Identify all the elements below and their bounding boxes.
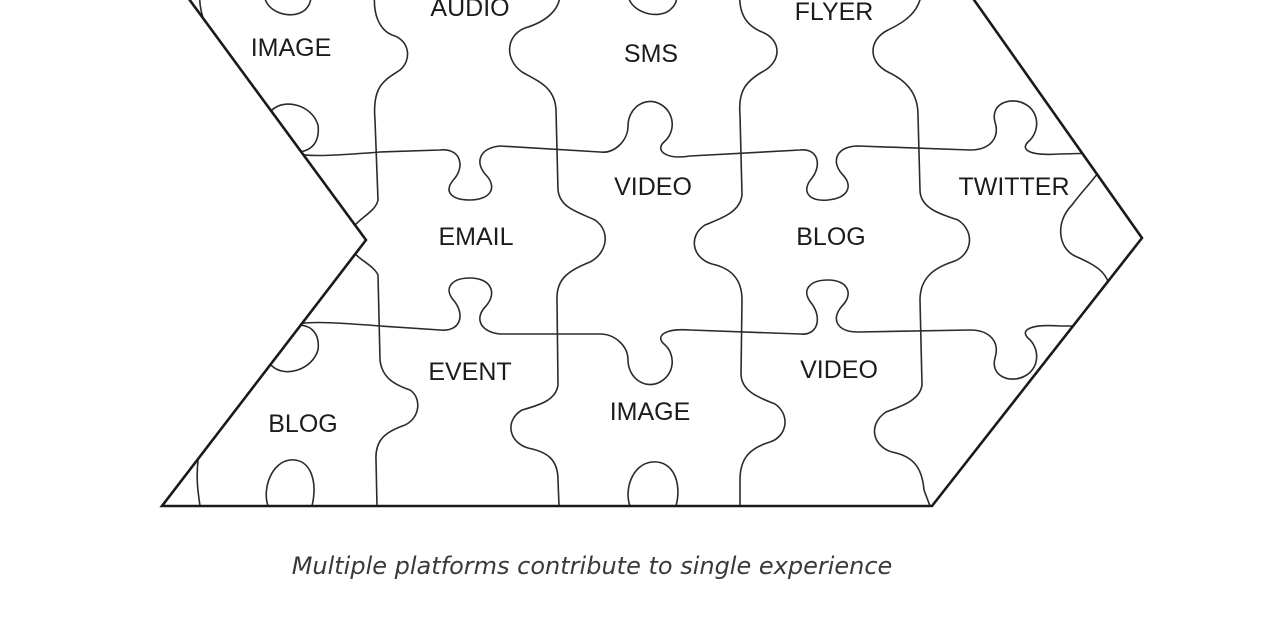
arrow-outline [159,0,1144,508]
label-email: EMAIL [438,223,513,251]
label-flyer: FLYER [795,0,874,26]
seam-vertical-2 [508,0,606,506]
diagram-caption: Multiple platforms contribute to single … [291,552,893,580]
label-image-top: IMAGE [251,34,332,62]
knob-bottom-1 [265,459,315,506]
label-audio: AUDIO [430,0,509,22]
label-video-bottom: VIDEO [800,356,878,384]
label-image-bottom: IMAGE [610,398,691,426]
label-blog-mid: BLOG [796,223,865,251]
label-sms: SMS [624,40,678,68]
seam-vertical-3 [693,0,786,506]
label-twitter: TWITTER [958,173,1069,201]
seam-vertical-1 [347,0,419,506]
label-event: EVENT [428,358,511,386]
knob-bottom-2 [627,461,679,506]
label-blog-bottom: BLOG [268,410,337,438]
label-video-mid: VIDEO [614,173,692,201]
seam-vertical-4 [872,0,971,506]
knob-top-1 [263,0,312,16]
knob-top-2 [627,0,678,16]
